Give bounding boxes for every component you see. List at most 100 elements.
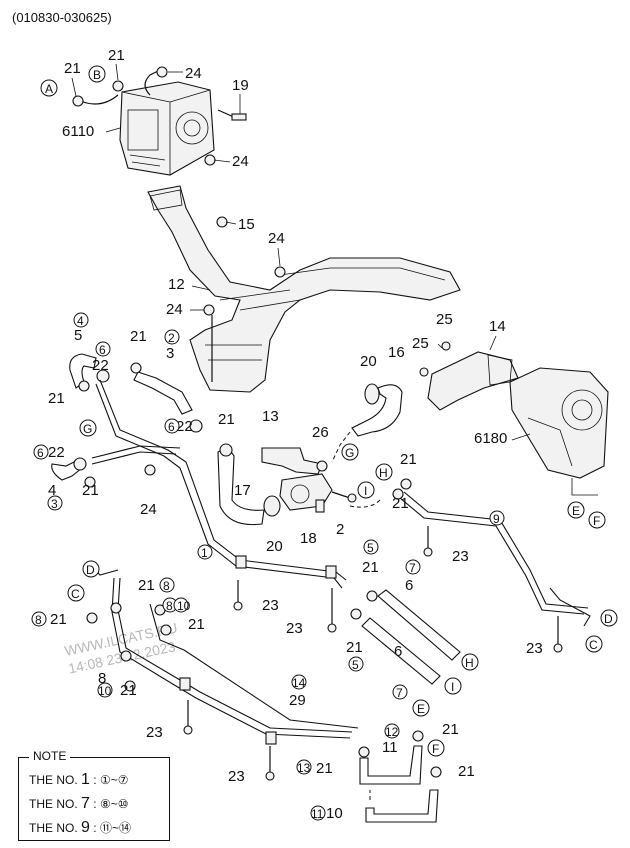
svg-text:B: B	[93, 68, 101, 82]
svg-text:I: I	[364, 484, 367, 498]
svg-text:11: 11	[311, 807, 324, 821]
circled-2a: 2	[164, 329, 180, 345]
rear-heater-unit[interactable]	[509, 367, 609, 496]
clamp-21f[interactable]	[84, 476, 96, 488]
circled-5c: 5	[348, 656, 364, 672]
clamp-21i[interactable]	[366, 590, 378, 602]
clamp-22b[interactable]	[189, 419, 203, 433]
callout-21j: 21	[346, 639, 363, 656]
callouts: 21 21 24 19 6110 24 15 24 12 24 21 3 5 2…	[48, 47, 543, 822]
callout-21e: 21	[218, 411, 235, 428]
svg-text:14: 14	[292, 676, 306, 690]
hose-16[interactable]	[351, 384, 403, 437]
clamp-21p[interactable]	[358, 746, 370, 758]
bolt-19[interactable]	[231, 113, 247, 121]
bracket-pipe1-a	[235, 555, 247, 569]
hose-5[interactable]	[69, 353, 97, 389]
clamp-21j[interactable]	[350, 608, 362, 620]
clamp-21n[interactable]	[86, 612, 98, 624]
diagram-code: (010830-030625)	[12, 10, 112, 25]
nut-24c[interactable]	[274, 266, 286, 278]
note-row-1: THE NO. 1 : ①~⑦	[29, 771, 128, 789]
callout-18: 18	[300, 530, 317, 547]
callout-5: 5	[74, 327, 82, 344]
svg-text:8: 8	[163, 579, 170, 593]
clamp-21o-8[interactable]	[120, 650, 132, 662]
connector-D-left: D	[82, 560, 100, 578]
hose-6-upper[interactable]	[377, 589, 461, 661]
clamp-21k[interactable]	[110, 602, 122, 614]
hose-3[interactable]	[133, 371, 193, 415]
clamp-21q[interactable]	[412, 730, 424, 742]
callout-23f: 23	[526, 640, 543, 657]
hose-10[interactable]	[365, 789, 439, 823]
screw-25a[interactable]	[419, 367, 429, 377]
clamp-21h[interactable]	[392, 488, 404, 500]
bolt-23e[interactable]	[265, 771, 275, 781]
connector-F-bottom: F	[427, 739, 445, 757]
clamp-21e[interactable]	[219, 443, 233, 457]
screw-25b[interactable]	[441, 341, 451, 351]
clip-21b[interactable]	[112, 80, 124, 92]
svg-text:1: 1	[201, 546, 208, 560]
circled-14b: 14	[291, 674, 307, 690]
svg-text:5: 5	[367, 541, 374, 555]
bolt-23b[interactable]	[233, 601, 243, 611]
clamp-21r[interactable]	[430, 766, 442, 778]
nut-24a[interactable]	[156, 66, 168, 78]
clamp-22a[interactable]	[96, 369, 110, 383]
clamp-20b[interactable]	[263, 495, 281, 517]
callout-23b: 23	[262, 597, 279, 614]
callout-4b: 4	[48, 482, 56, 499]
callout-12: 12	[168, 276, 185, 293]
connector-C-left: C	[67, 584, 85, 602]
callout-15: 15	[238, 216, 255, 233]
nut-24f[interactable]	[144, 464, 156, 476]
clamp-21o[interactable]	[124, 680, 136, 692]
nut-24b[interactable]	[204, 154, 216, 166]
circled-8c: 8	[31, 611, 47, 627]
clamp-21g[interactable]	[400, 478, 412, 490]
callout-21m: 21	[188, 616, 205, 633]
svg-text:F: F	[432, 742, 439, 756]
svg-text:C: C	[589, 638, 598, 652]
hose-11[interactable]	[359, 745, 423, 785]
callout-25b: 25	[412, 335, 429, 352]
pipe-9[interactable]	[399, 491, 591, 627]
bracket-13[interactable]	[261, 447, 323, 475]
circled-5b: 5	[363, 539, 379, 555]
duct-14[interactable]	[427, 351, 519, 411]
nut-26[interactable]	[316, 460, 328, 472]
bolt-23c[interactable]	[327, 623, 337, 633]
bolt-23d[interactable]	[183, 725, 193, 735]
bolt-23a[interactable]	[423, 547, 433, 557]
screw-2b[interactable]	[347, 493, 357, 503]
connector-F-top: F	[588, 511, 606, 529]
clamp-21c[interactable]	[78, 380, 90, 392]
pipe-1[interactable]	[91, 379, 347, 589]
callout-21c: 21	[48, 390, 65, 407]
note-number: 1	[81, 771, 90, 788]
clamp-21m[interactable]	[160, 624, 172, 636]
note-range: ①~⑦	[99, 773, 129, 787]
hose-6-lower[interactable]	[361, 617, 441, 685]
callout-21n: 21	[50, 611, 67, 628]
clamp-21d[interactable]	[130, 362, 142, 374]
clamp-20a[interactable]	[364, 383, 380, 405]
bolt-23f[interactable]	[553, 643, 563, 653]
nut-24d[interactable]	[203, 304, 215, 316]
callout-21b: 21	[108, 47, 125, 64]
clamp-22c[interactable]	[73, 457, 87, 471]
svg-text:E: E	[572, 504, 580, 518]
duct-12[interactable]	[147, 185, 461, 393]
clip-21a[interactable]	[72, 95, 84, 107]
note-sep: :	[93, 821, 97, 835]
circled-6b: 6	[164, 418, 180, 434]
water-valve-18[interactable]	[279, 473, 333, 513]
heater-unit[interactable]	[119, 81, 215, 176]
callout-21d: 21	[130, 328, 147, 345]
callout-21i: 21	[362, 559, 379, 576]
callout-19: 19	[232, 77, 249, 94]
connector-H-bottom: H	[461, 653, 479, 671]
screw-15[interactable]	[216, 216, 228, 228]
